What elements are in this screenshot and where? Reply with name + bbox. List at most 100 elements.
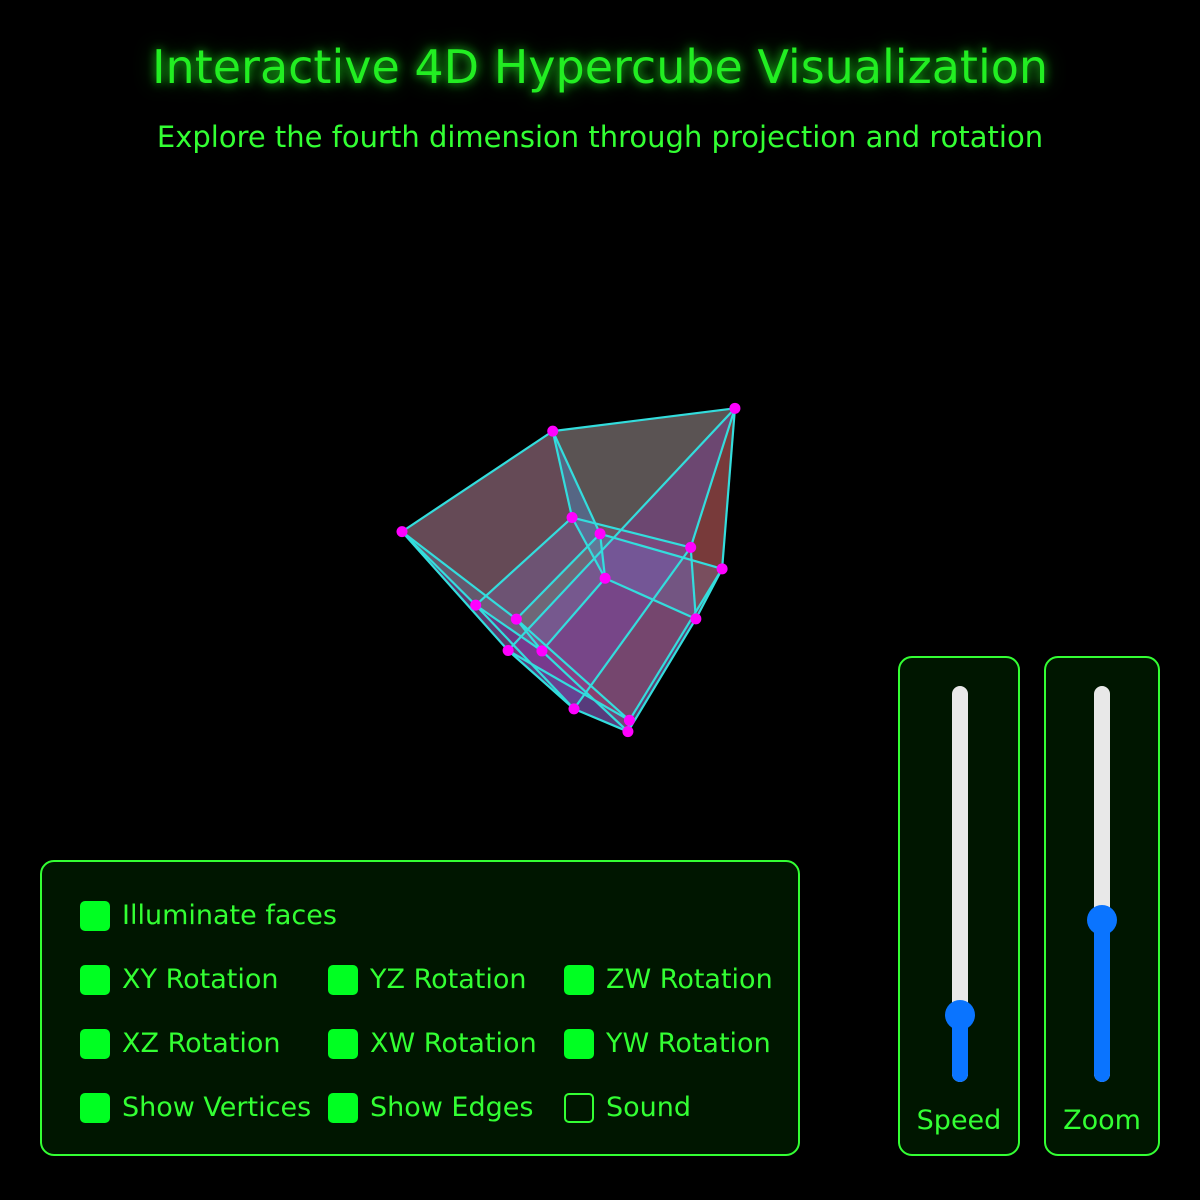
yw-rotation-checkbox[interactable]: YW Rotation	[564, 1028, 771, 1059]
hypercube-face	[508, 408, 735, 709]
speed-slider-thumb[interactable]	[945, 999, 975, 1030]
hypercube-vertex	[536, 645, 548, 657]
hypercube-face	[475, 605, 628, 732]
hypercube-face	[402, 431, 601, 620]
show-vertices-label: Show Vertices	[122, 1092, 312, 1123]
xw-rotation-checkbox[interactable]: XW Rotation	[328, 1028, 537, 1059]
hypercube-face	[402, 531, 630, 721]
hypercube-edge	[598, 533, 607, 579]
xz-rotation-label: XZ Rotation	[122, 1028, 281, 1059]
hypercube-vertex	[685, 541, 697, 553]
hypercube-edge	[604, 577, 697, 620]
hypercube-edge	[474, 516, 573, 606]
zoom-label: Zoom	[1063, 1105, 1141, 1136]
hypercube-edge	[551, 430, 602, 535]
zoom-slider-thumb[interactable]	[1087, 904, 1117, 935]
hypercube-edge	[571, 516, 607, 579]
hypercube-vertex	[502, 644, 514, 656]
zw-rotation-checkbox[interactable]: ZW Rotation	[564, 964, 773, 995]
hypercube-edge	[515, 618, 631, 722]
hypercube-face	[402, 431, 573, 606]
zoom-slider-track[interactable]	[1087, 686, 1117, 1082]
hypercube-edge	[552, 407, 736, 433]
sound-label: Sound	[606, 1092, 692, 1123]
xy-rotation-checkbox[interactable]: XY Rotation	[80, 964, 279, 995]
zoom-panel: Zoom	[1044, 656, 1160, 1156]
sound-checkbox[interactable]: Sound	[564, 1092, 691, 1123]
hypercube-vertex	[568, 703, 580, 715]
yz-rotation-label: YZ Rotation	[370, 964, 527, 995]
checkbox-yz[interactable]	[328, 964, 358, 995]
hypercube-face	[402, 408, 735, 651]
zoom-slider-fill	[1094, 919, 1110, 1082]
hypercube-face	[600, 533, 723, 619]
xw-rotation-label: XW Rotation	[370, 1028, 537, 1059]
hypercube-vertex	[729, 402, 741, 414]
hypercube-edge	[401, 430, 554, 533]
page-title: Interactive 4D Hypercube Visualization	[151, 40, 1049, 94]
checkbox-edges[interactable]	[328, 1092, 358, 1123]
xz-rotation-checkbox[interactable]: XZ Rotation	[80, 1028, 281, 1059]
yw-rotation-label: YW Rotation	[606, 1028, 771, 1059]
hypercube-face	[508, 408, 735, 721]
hypercube-edge	[475, 604, 543, 652]
checkbox-xz[interactable]	[80, 1028, 110, 1059]
hypercube-edge	[573, 546, 692, 710]
illuminate-faces-checkbox[interactable]: Illuminate faces	[80, 900, 337, 931]
hypercube-vertex	[594, 528, 606, 540]
hypercube-edge	[474, 604, 575, 710]
hypercube-face	[574, 547, 696, 732]
hypercube-vertex	[599, 572, 611, 584]
hypercube-edge	[689, 407, 736, 548]
hypercube-vertex	[510, 613, 522, 625]
hypercube-face	[516, 533, 723, 721]
hypercube-edge	[599, 532, 723, 570]
hypercube-edge	[515, 618, 543, 652]
hypercube-face	[690, 408, 735, 619]
speed-slider-track[interactable]	[945, 686, 975, 1082]
show-vertices-checkbox[interactable]: Show Vertices	[80, 1092, 311, 1123]
hypercube-face	[572, 517, 696, 619]
hypercube-edge	[541, 650, 629, 733]
checkbox-xw[interactable]	[328, 1028, 358, 1059]
hypercube-face	[475, 517, 606, 651]
hypercube-edge	[626, 618, 697, 733]
checkbox-vertices[interactable]	[80, 1092, 110, 1123]
page-subtitle: Explore the fourth dimension through pro…	[156, 120, 1044, 154]
hypercube-edge	[401, 530, 518, 621]
checkbox-zw[interactable]	[564, 964, 594, 995]
hypercube-edge	[507, 649, 575, 710]
hypercube-vertex	[716, 563, 728, 575]
hypercube-edge	[507, 649, 630, 722]
illuminate-faces-label: Illuminate faces	[122, 900, 337, 931]
hypercube-face	[541, 578, 696, 732]
hypercube-vertex	[566, 512, 578, 524]
hypercube-face	[552, 408, 735, 548]
hypercube-edge	[571, 516, 691, 549]
checkbox-sound[interactable]	[564, 1092, 594, 1123]
hypercube-vertex	[690, 613, 702, 625]
speed-slider-fill	[952, 1014, 968, 1082]
yz-rotation-checkbox[interactable]: YZ Rotation	[328, 964, 527, 995]
hypercube-edge	[720, 408, 737, 569]
hypercube-edge	[628, 568, 724, 721]
hypercube-vertex	[470, 599, 482, 611]
show-edges-checkbox[interactable]: Show Edges	[328, 1092, 533, 1123]
hypercube-edge	[515, 533, 601, 620]
hypercube-edge	[573, 707, 629, 733]
speed-panel: Speed	[898, 656, 1020, 1156]
hypercube-vertex	[547, 425, 559, 437]
hypercube-face	[402, 531, 542, 651]
checkbox-xy[interactable]	[80, 964, 110, 995]
hypercube-edge	[401, 530, 509, 652]
hypercube-edge	[507, 407, 736, 652]
speed-label: Speed	[916, 1105, 1002, 1136]
hypercube-vertex	[396, 526, 408, 538]
hypercube-face	[516, 533, 606, 651]
options-panel: Illuminate faces XY Rotation YZ Rotation…	[40, 860, 800, 1156]
checkbox-illuminate[interactable]	[80, 900, 110, 931]
hypercube-vertex	[622, 726, 634, 738]
checkbox-yw[interactable]	[564, 1028, 594, 1059]
hypercube-edge	[541, 577, 606, 652]
